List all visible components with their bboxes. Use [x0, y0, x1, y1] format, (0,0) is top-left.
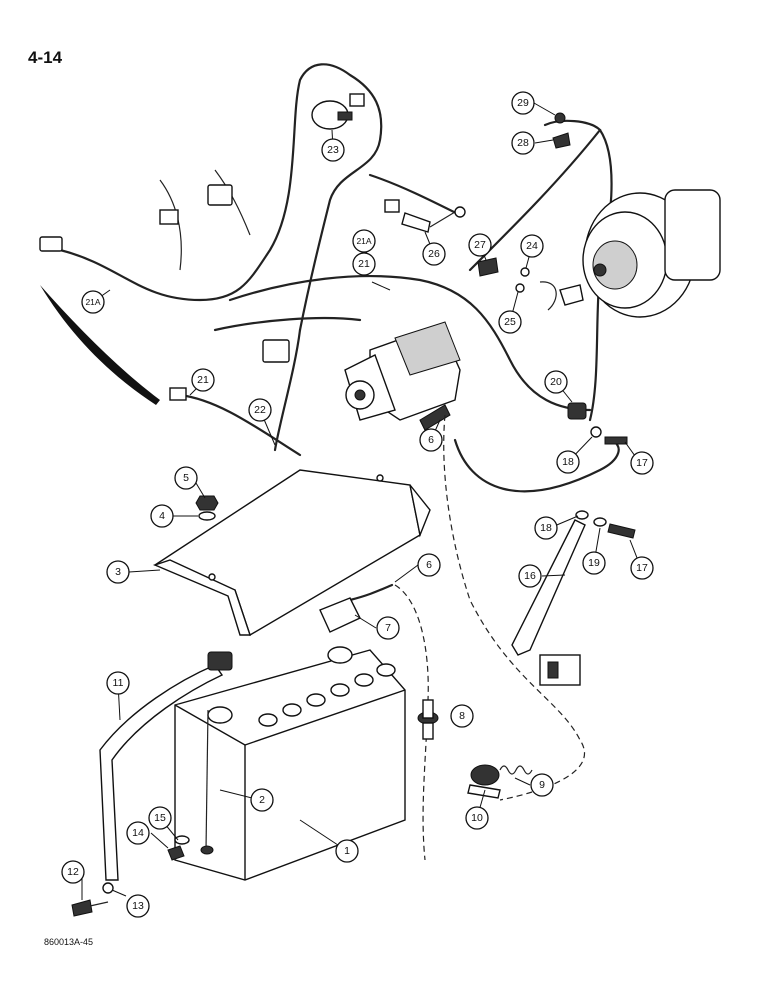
svg-text:28: 28 [517, 137, 529, 149]
svg-text:29: 29 [517, 97, 529, 109]
callout-1: 1 [335, 839, 359, 863]
svg-text:17: 17 [636, 457, 648, 469]
cable-clamp-10 [467, 764, 533, 799]
callout-5: 5 [174, 466, 198, 490]
svg-text:6: 6 [428, 434, 434, 446]
alternator-hardware [477, 112, 571, 311]
ground-strap [99, 651, 233, 881]
svg-text:16: 16 [524, 570, 536, 582]
battery-hardware [71, 835, 190, 917]
starter-motor [344, 321, 461, 441]
callout-28: 28 [511, 131, 535, 155]
callout-21b: 21 [191, 368, 215, 392]
battery [174, 646, 406, 881]
svg-text:6: 6 [426, 559, 432, 571]
svg-text:7: 7 [385, 622, 391, 634]
callout-2: 2 [250, 788, 274, 812]
callout-23: 23 [321, 138, 345, 162]
harness-connectors [39, 93, 400, 401]
hold-down-rod [200, 709, 214, 855]
callout-15: 15 [148, 806, 172, 830]
callout-26: 26 [422, 242, 446, 266]
svg-text:23: 23 [327, 144, 339, 156]
svg-text:19: 19 [588, 557, 600, 569]
direction-arrow [40, 285, 160, 405]
callout-24: 24 [520, 234, 544, 258]
callout-6b: 6 [417, 553, 441, 577]
callout-13: 13 [126, 894, 150, 918]
battery-cover [153, 469, 431, 637]
callout-22: 22 [248, 398, 272, 422]
callout-17b: 17 [630, 556, 654, 580]
callout-8: 8 [450, 704, 474, 728]
svg-text:20: 20 [550, 376, 562, 388]
callout-4: 4 [150, 504, 174, 528]
callout-12: 12 [61, 860, 85, 884]
svg-text:14: 14 [132, 827, 144, 839]
svg-text:13: 13 [132, 900, 144, 912]
callout-3: 3 [106, 560, 130, 584]
svg-text:21: 21 [197, 374, 209, 386]
callout-27: 27 [468, 233, 492, 257]
callout-11: 11 [106, 671, 130, 695]
callout-21A-a: 21A [352, 229, 376, 253]
page-number: 4-14 [28, 48, 63, 67]
svg-text:21A: 21A [356, 236, 371, 246]
svg-text:8: 8 [459, 710, 465, 722]
callouts: 1 2 3 4 5 6 6 7 8 9 10 11 12 13 14 15 16… [61, 91, 654, 918]
svg-text:26: 26 [428, 248, 440, 260]
cover-fasteners [195, 495, 219, 521]
svg-text:10: 10 [471, 812, 483, 824]
wiring-harness [58, 63, 620, 493]
svg-text:4: 4 [159, 510, 165, 522]
strap-hardware [575, 510, 636, 539]
svg-text:9: 9 [539, 779, 545, 791]
callout-16: 16 [518, 564, 542, 588]
oil-pressure-sender [311, 100, 353, 130]
svg-text:21: 21 [358, 258, 370, 270]
svg-text:3: 3 [115, 566, 121, 578]
callout-7: 7 [376, 616, 400, 640]
callout-9: 9 [530, 773, 554, 797]
svg-text:18: 18 [540, 522, 552, 534]
svg-text:5: 5 [183, 472, 189, 484]
callout-leaders [81, 102, 642, 900]
svg-text:1: 1 [344, 845, 350, 857]
alternator [559, 189, 721, 318]
starter-cable-clamp [567, 402, 628, 445]
callout-20: 20 [544, 370, 568, 394]
callout-25: 25 [498, 310, 522, 334]
svg-text:18: 18 [562, 456, 574, 468]
svg-text:17: 17 [636, 562, 648, 574]
svg-text:21A: 21A [85, 297, 100, 307]
callout-18a: 18 [556, 450, 580, 474]
svg-text:2: 2 [259, 794, 265, 806]
temperature-sender [401, 206, 466, 233]
ground-strap-16 [511, 519, 586, 686]
svg-text:25: 25 [504, 316, 516, 328]
document-code: 860013A-45 [44, 937, 94, 947]
callout-19: 19 [582, 551, 606, 575]
callout-10: 10 [465, 806, 489, 830]
svg-text:15: 15 [154, 812, 166, 824]
svg-text:22: 22 [254, 404, 266, 416]
callout-14: 14 [126, 821, 150, 845]
cable-terminal-8 [417, 699, 439, 740]
callout-21A-b: 21A [81, 290, 105, 314]
svg-text:27: 27 [474, 239, 486, 251]
callout-18b: 18 [534, 516, 558, 540]
svg-text:11: 11 [113, 677, 124, 689]
callout-29: 29 [511, 91, 535, 115]
callout-21a: 21 [352, 252, 376, 276]
callout-17a: 17 [630, 451, 654, 475]
callout-6a: 6 [419, 428, 443, 452]
svg-text:12: 12 [67, 866, 79, 878]
svg-text:24: 24 [526, 240, 538, 252]
